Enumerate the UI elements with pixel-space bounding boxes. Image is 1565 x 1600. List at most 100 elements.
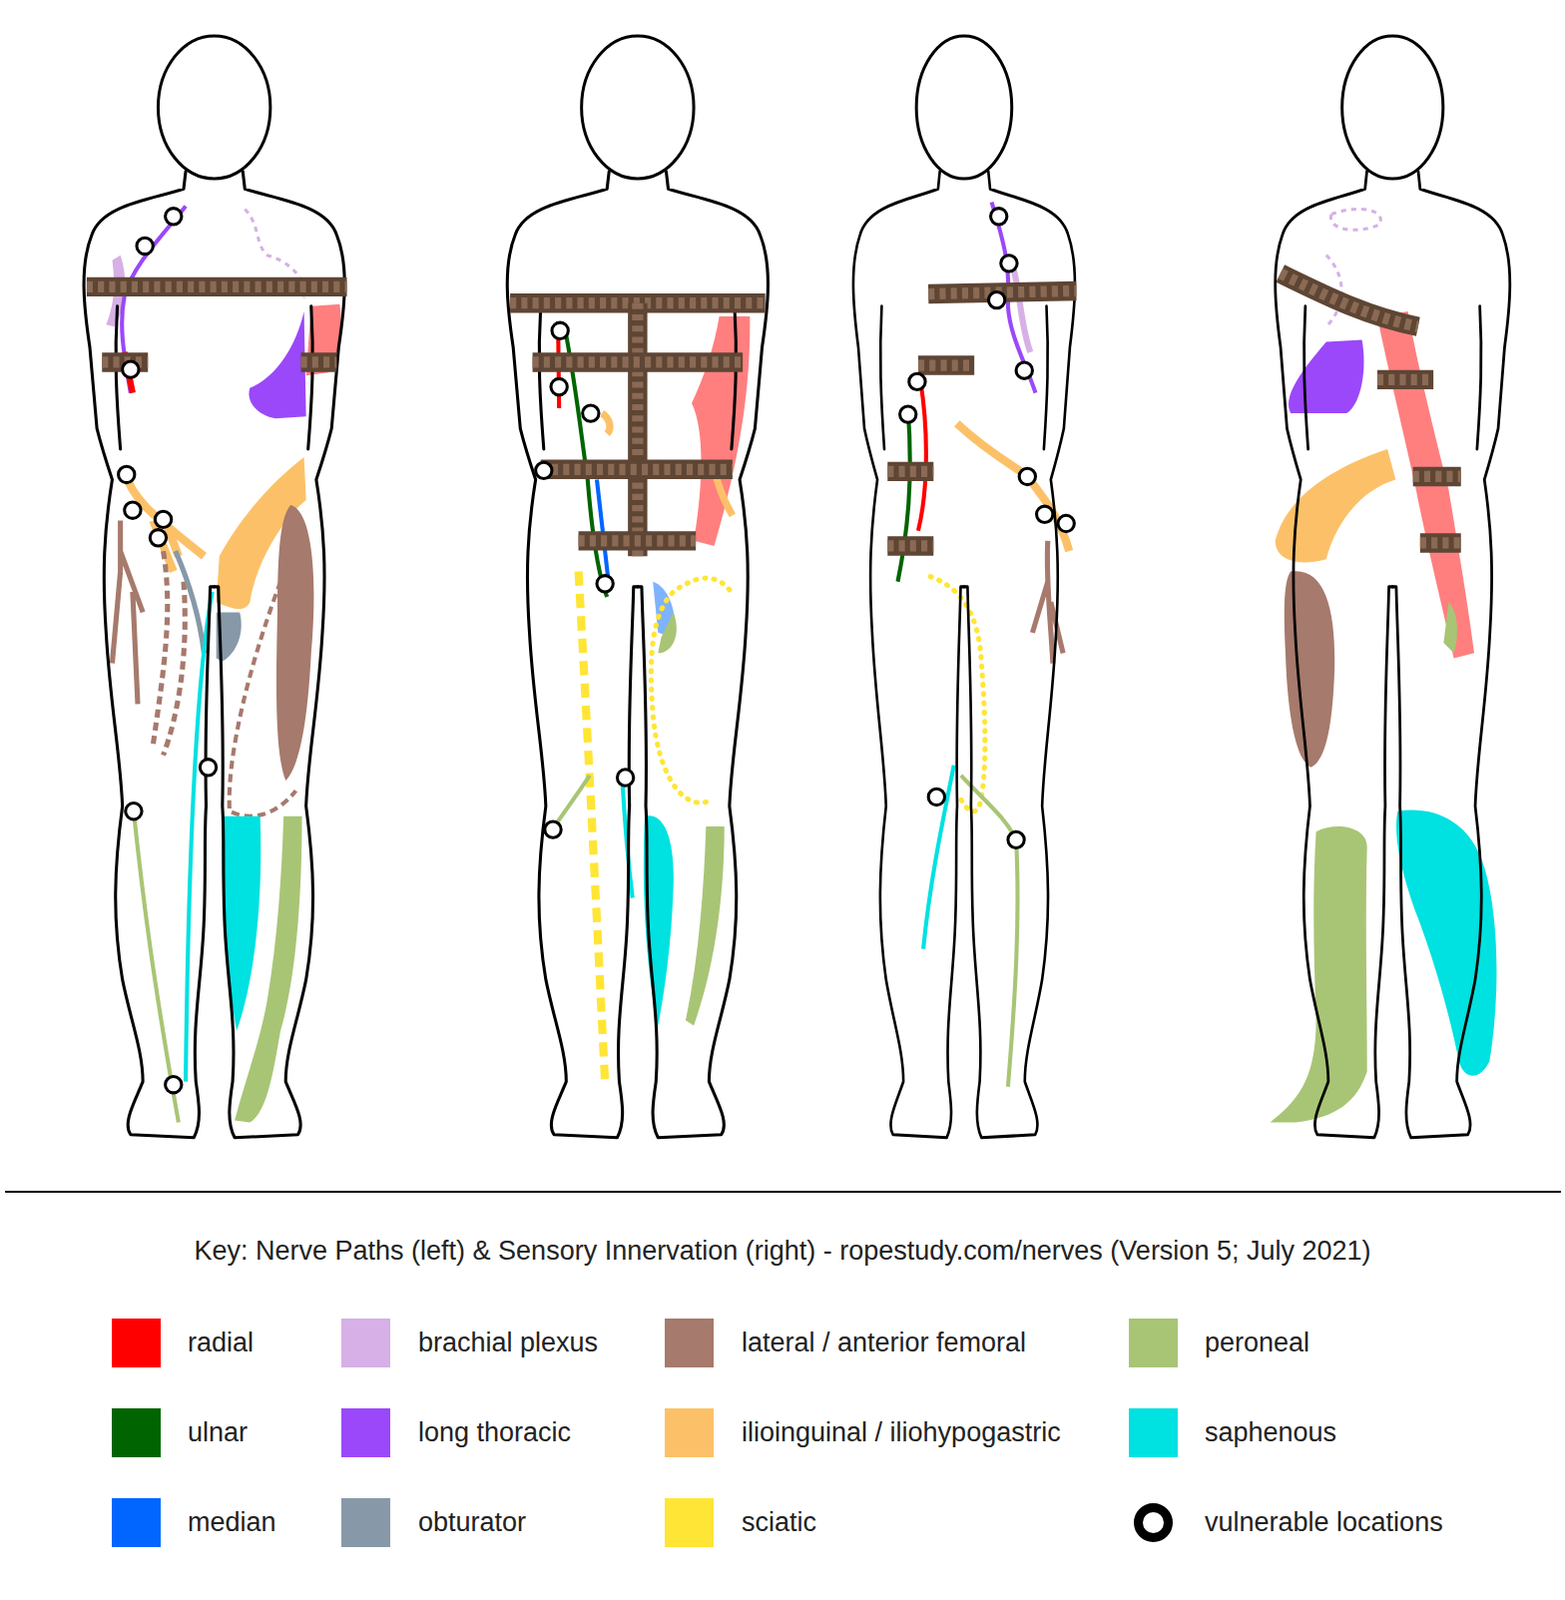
rope — [578, 530, 697, 550]
vulnerable-marker — [165, 208, 182, 225]
figure-front-nerves — [248, 311, 306, 419]
vulnerable-marker — [1057, 515, 1074, 531]
legend-swatch — [664, 1498, 714, 1548]
legend-label: median — [187, 1498, 277, 1548]
legend-swatch — [341, 1408, 391, 1458]
figure-front-nerves — [276, 505, 314, 781]
rope — [1413, 471, 1462, 483]
figure-three-quarter-nerves — [1284, 570, 1335, 768]
rope — [532, 352, 744, 372]
vulnerable-marker — [124, 502, 141, 519]
legend-swatch — [664, 1408, 714, 1458]
legend-label: peroneal — [1204, 1318, 1310, 1368]
rope — [86, 273, 1462, 556]
legend-swatch — [341, 1498, 391, 1548]
rope — [918, 359, 975, 371]
legend-label: ulnar — [187, 1408, 248, 1458]
legend-swatch — [111, 1408, 161, 1458]
vulnerable-marker — [928, 788, 945, 805]
legend-label: lateral / anterior femoral — [741, 1318, 1027, 1368]
rope — [86, 277, 348, 297]
rope — [918, 355, 975, 375]
figure-side-nerves — [923, 765, 955, 950]
legend-label: saphenous — [1204, 1408, 1337, 1458]
legend-label: ilioinguinal / iliohypogastric — [741, 1408, 1061, 1458]
figure-front-nerves — [234, 816, 302, 1123]
vulnerable-marker — [1008, 831, 1025, 848]
vulnerable-marker — [991, 208, 1008, 225]
vulnerable-marker — [154, 511, 171, 527]
rope — [540, 464, 733, 476]
figure-front-nerves — [121, 206, 186, 394]
body-outline — [83, 35, 345, 1138]
vulnerable-marker — [125, 803, 142, 820]
rope — [1280, 273, 1419, 327]
legend-label: sciatic — [741, 1498, 817, 1548]
separator-line — [4, 1190, 1562, 1193]
legend-swatch — [111, 1318, 161, 1368]
legend-label: brachial plexus — [418, 1318, 598, 1368]
key-caption: Key: Nerve Paths (left) & Sensory Innerv… — [0, 1234, 1565, 1267]
figure-three-quarter-nerves — [1377, 311, 1475, 659]
ring-symbol — [1138, 1508, 1169, 1539]
rope — [1377, 374, 1434, 386]
legend-label: radial — [187, 1318, 254, 1368]
vulnerable-marker — [616, 769, 633, 786]
rope — [887, 466, 934, 478]
figure-back-nerves — [578, 571, 606, 1082]
rope — [540, 460, 733, 480]
vulnerable-marker — [118, 208, 1075, 1093]
figure-side-nerves — [918, 379, 927, 530]
figure-three-quarter-nerves — [1270, 826, 1368, 1122]
figure-three-quarter-nerves — [1443, 601, 1458, 653]
figure-back-nerves — [657, 611, 677, 653]
vulnerable-marker — [122, 361, 139, 378]
figure-front-nerves — [221, 816, 261, 1032]
legend-label: vulnerable locations — [1204, 1498, 1444, 1548]
rope — [301, 352, 338, 372]
rope — [631, 303, 643, 556]
rope — [1280, 273, 1419, 327]
rope — [1413, 467, 1462, 487]
vulnerable-marker — [1019, 468, 1036, 485]
rope — [1377, 370, 1434, 390]
legend-swatch — [1128, 1318, 1178, 1368]
body-outline — [853, 35, 1075, 1138]
rope — [1420, 536, 1462, 548]
vulnerable-marker — [118, 466, 135, 483]
legend-swatch — [341, 1318, 391, 1368]
vulnerable-marker — [136, 237, 153, 254]
vulnerable-marker — [900, 406, 917, 423]
figure-back-nerves — [685, 826, 725, 1026]
ring-symbol — [1128, 1498, 1178, 1548]
vulnerable-marker — [909, 373, 926, 390]
legend-swatch — [111, 1498, 161, 1548]
vulnerable-marker — [544, 821, 561, 838]
vulnerable-marker — [988, 291, 1005, 308]
figure-three-quarter-nerves — [1288, 340, 1364, 415]
legend-swatch — [1128, 1408, 1178, 1458]
rope — [887, 535, 934, 555]
figure-front-nerves — [175, 550, 205, 653]
vulnerable-marker — [535, 462, 552, 479]
legend-swatch — [664, 1318, 714, 1368]
rope — [627, 303, 647, 556]
vulnerable-marker — [199, 759, 216, 776]
figure-side-nerves — [898, 202, 1070, 1087]
vulnerable-marker — [550, 378, 567, 395]
vulnerable-marker — [165, 1076, 182, 1093]
figure-front-nerves — [111, 520, 143, 704]
vulnerable-marker — [1037, 506, 1053, 522]
rope — [887, 539, 934, 551]
vulnerable-marker — [149, 529, 166, 546]
figure-back-nerves — [691, 316, 750, 546]
body-outline — [507, 35, 768, 1138]
vulnerable-marker — [1016, 362, 1033, 379]
figure-front-nerves — [152, 550, 185, 755]
figure-back-nerves — [650, 577, 730, 803]
rope — [578, 534, 697, 546]
vulnerable-marker — [1001, 255, 1018, 272]
